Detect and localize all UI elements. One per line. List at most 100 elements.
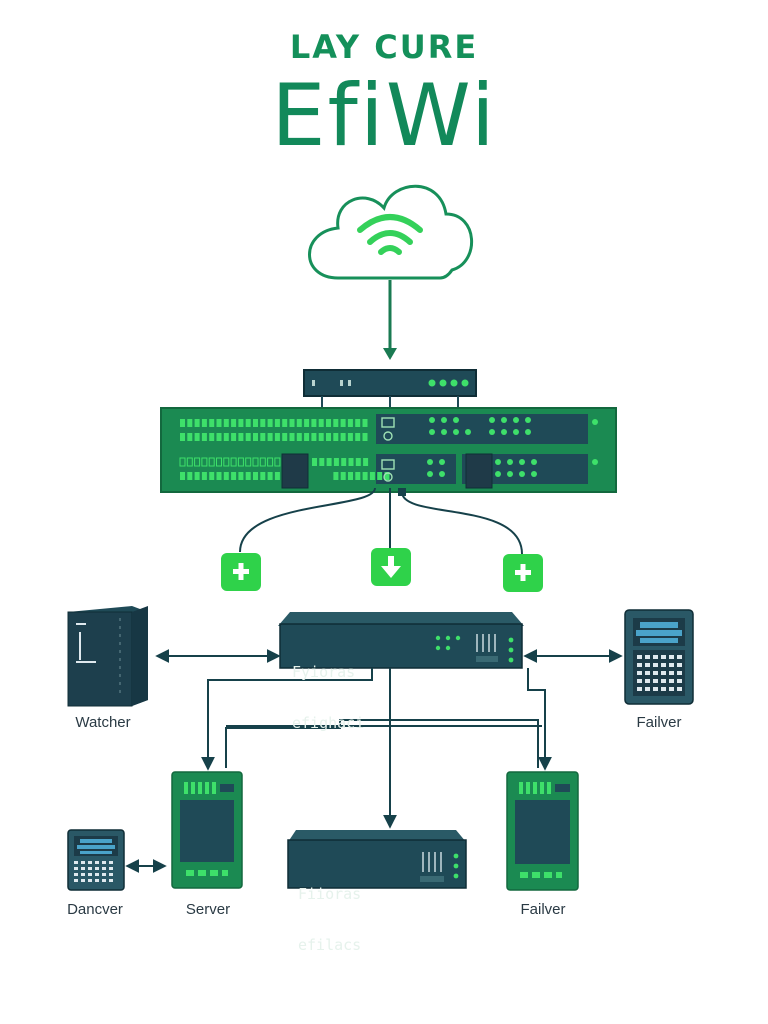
keypad-key (102, 879, 106, 882)
keypad-key (95, 879, 99, 882)
failover-appliance-right (624, 609, 694, 705)
keypad-key (88, 879, 92, 882)
keypad-key (661, 663, 666, 667)
server-tower (171, 771, 243, 889)
status-led (429, 417, 435, 423)
keypad-key (677, 663, 682, 667)
port-led (238, 419, 244, 427)
status-led (519, 459, 525, 465)
status-led (439, 459, 445, 465)
keypad-key (669, 671, 674, 675)
keypad-key (645, 679, 650, 683)
keypad-key (102, 873, 106, 876)
keypad-key (669, 663, 674, 667)
port-led (223, 472, 229, 480)
keypad-key (88, 873, 92, 876)
port-grid (179, 417, 537, 480)
port-led (282, 433, 288, 441)
edge-router (303, 369, 477, 397)
trunk-lines (201, 668, 552, 829)
port-led (209, 433, 215, 441)
keypad-key (677, 679, 682, 683)
port-led (384, 472, 390, 480)
port-led (208, 457, 215, 467)
port-led (259, 457, 266, 467)
port-led (245, 457, 252, 467)
keypad-key (74, 861, 78, 864)
port-led (252, 457, 259, 467)
port-led (296, 419, 302, 427)
status-led (495, 459, 501, 465)
port-led (201, 433, 207, 441)
port-led (347, 419, 353, 427)
port-led (201, 419, 207, 427)
diagram-title: EfiWi (271, 66, 497, 166)
port-led (253, 433, 258, 441)
port-led (318, 419, 324, 427)
status-led (489, 417, 495, 423)
keypad-key (102, 861, 106, 864)
port-led (304, 419, 310, 427)
port-led (253, 472, 258, 480)
port-led (319, 458, 325, 466)
port-led (333, 433, 339, 441)
status-led (525, 429, 531, 435)
status-led (513, 417, 519, 423)
port-led (326, 419, 331, 427)
keypad-key (109, 879, 113, 882)
port-led (304, 433, 310, 441)
keypad-key (645, 655, 650, 659)
keypad-key (677, 671, 682, 675)
port-led (340, 472, 346, 480)
download-link-button[interactable] (371, 548, 411, 586)
keypad-key (669, 655, 674, 659)
status-led (495, 471, 501, 477)
port-led (238, 433, 244, 441)
arrow-down-icon (383, 348, 397, 360)
keypad-key (669, 687, 674, 691)
status-led (427, 471, 433, 477)
add-link-button-right[interactable] (503, 554, 543, 592)
keypad-key (645, 671, 650, 675)
port-led (326, 458, 332, 466)
keypad-key (653, 671, 658, 675)
status-led (531, 459, 537, 465)
keypad-key (95, 867, 99, 870)
port-led (363, 458, 369, 466)
keypad-key (95, 861, 99, 864)
core-switch-rack (160, 407, 617, 493)
add-link-button-left[interactable] (221, 553, 261, 591)
keypad-key (637, 687, 642, 691)
port-led (274, 457, 281, 467)
keypad-key (645, 687, 650, 691)
port-led (312, 458, 317, 466)
port-led (194, 472, 200, 480)
port-led (201, 457, 208, 467)
port-led (238, 472, 244, 480)
port-led (187, 433, 193, 441)
dancver-appliance (67, 829, 125, 891)
port-led (180, 472, 185, 480)
arrow-down-icon (381, 556, 401, 578)
keypad-key (109, 867, 113, 870)
port-led (333, 419, 339, 427)
status-led (507, 459, 513, 465)
port-led (267, 472, 273, 480)
failver-right-label: Failver (636, 714, 682, 731)
keypad-key (81, 873, 85, 876)
port-led (274, 433, 280, 441)
keypad-key (637, 679, 642, 683)
keypad-key (677, 655, 682, 659)
status-led (453, 417, 459, 423)
port-led (282, 419, 288, 427)
keypad-key (637, 655, 642, 659)
keypad-key (661, 679, 666, 683)
port-led (274, 419, 280, 427)
port-led (333, 458, 339, 466)
port-led (355, 472, 361, 480)
port-led (223, 433, 229, 441)
port-led (245, 472, 251, 480)
keypad-key (88, 867, 92, 870)
keypad-key (645, 663, 650, 667)
